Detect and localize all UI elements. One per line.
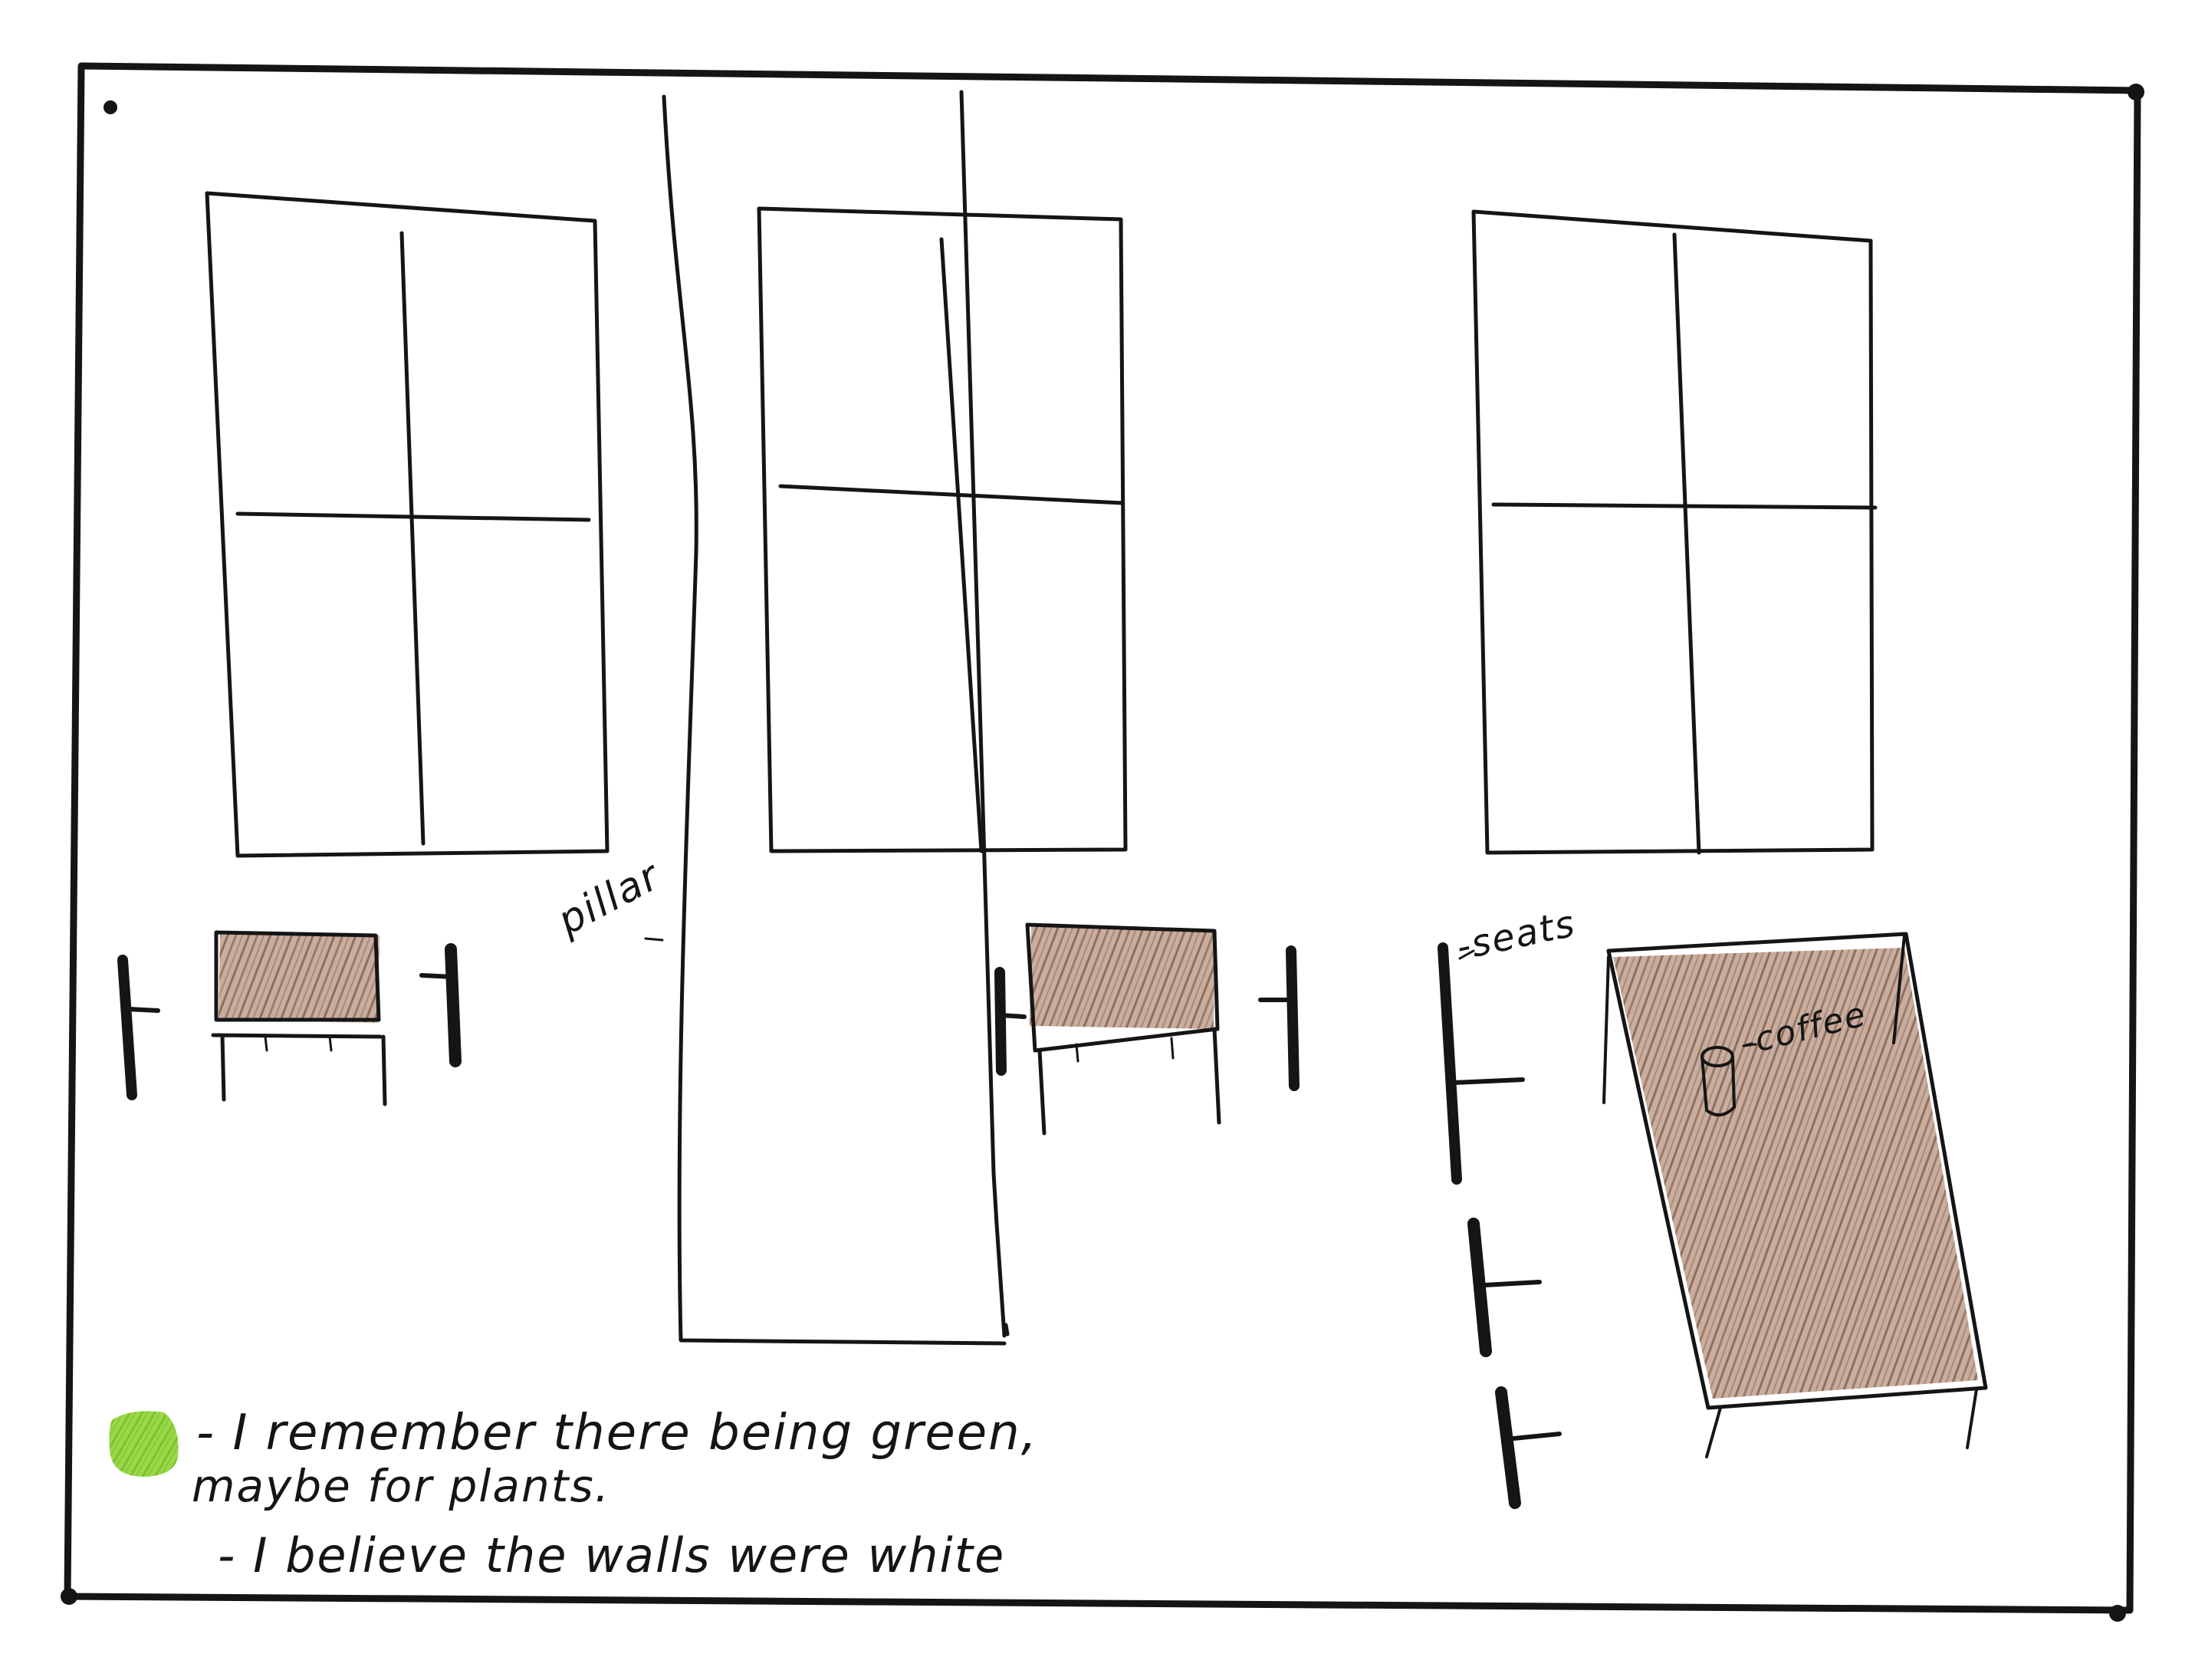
pillar-pointer: [644, 937, 664, 942]
seats-label: -seats: [1453, 902, 1579, 968]
pillar-label: pillar: [550, 852, 669, 945]
note-green: - I remember there being green,: [196, 1405, 1038, 1461]
seat-right-1: [1438, 942, 1525, 1185]
window-center: [757, 206, 1128, 853]
note-plants: maybe for plants.: [192, 1460, 610, 1512]
green-swatch: [109, 1411, 179, 1477]
seat-center-1: [994, 967, 1027, 1076]
window-right: [1471, 209, 1878, 855]
table-left: [211, 930, 387, 1106]
coffee-pointer: [1742, 1043, 1757, 1047]
seat-center-2: [1258, 945, 1300, 1091]
seats-pointer: [1458, 949, 1475, 960]
note-walls: - I believe the walls were white: [218, 1527, 1005, 1583]
window-left: [205, 191, 610, 858]
frame-corner-dot: [61, 1588, 77, 1605]
frame-corner-dot: [2128, 84, 2144, 100]
table-center: [1025, 922, 1221, 1136]
pillar: [662, 90, 1010, 1346]
seat-right-3: [1495, 1386, 1562, 1509]
room-frame: [64, 62, 2141, 1614]
seat-right-2: [1467, 1218, 1542, 1357]
seat-left-2: [419, 943, 462, 1067]
seat-left-1: [117, 955, 160, 1100]
frame-corner-dot: [104, 100, 117, 114]
coffee-cup-icon: [1700, 1046, 1736, 1116]
frame-corner-dot: [2109, 1605, 2126, 1622]
